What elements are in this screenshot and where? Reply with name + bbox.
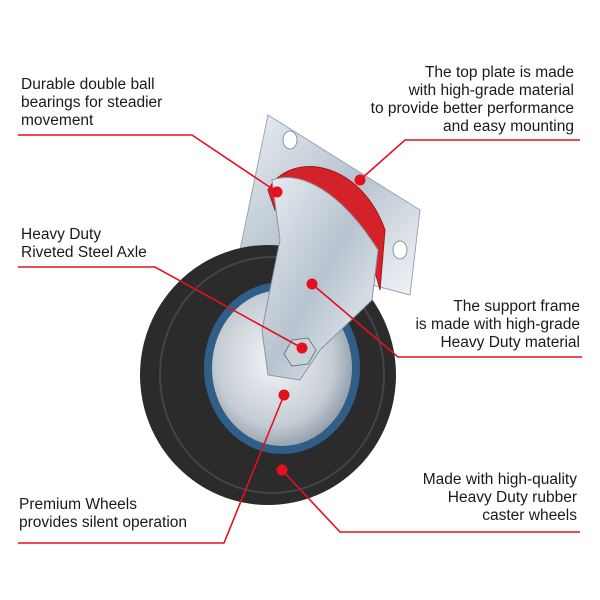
premium-wheel-marker-dot bbox=[278, 389, 290, 401]
callout-bearings: Durable double ball bearings for steadie… bbox=[21, 76, 162, 130]
callout-rubber-wheels: Made with high-quality Heavy Duty rubber… bbox=[423, 471, 577, 525]
callout-lines bbox=[18, 134, 582, 544]
bearings-marker-dot bbox=[271, 186, 283, 198]
callout-top-plate: The top plate is made with high-grade ma… bbox=[371, 64, 574, 136]
callout-line: Riveted Steel Axle bbox=[21, 244, 147, 261]
callout-line: with high-grade material bbox=[408, 82, 574, 99]
callout-line: bearings for steadier bbox=[21, 94, 163, 111]
callout-line: movement bbox=[21, 112, 94, 129]
callout-premium-wheels: Premium Wheels provides silent operation bbox=[19, 496, 187, 532]
frame-marker-dot bbox=[306, 278, 318, 290]
callout-line: to provide better performance bbox=[370, 100, 574, 117]
callout-line: and easy mounting bbox=[443, 118, 574, 135]
callout-line: caster wheels bbox=[482, 507, 577, 524]
callout-line: Heavy Duty bbox=[21, 226, 102, 243]
callout-line: provides silent operation bbox=[19, 514, 188, 531]
callout-line: The support frame bbox=[453, 298, 580, 315]
callout-line: Durable double ball bbox=[21, 76, 155, 93]
support-frame bbox=[261, 177, 379, 381]
callout-line: The top plate is made bbox=[424, 64, 574, 81]
callout-line: Heavy Duty material bbox=[440, 334, 580, 351]
rubber-wheel-marker-dot bbox=[276, 464, 288, 476]
callout-line: Heavy Duty rubber bbox=[447, 489, 577, 506]
callout-line: Made with high-quality bbox=[422, 471, 577, 488]
axle-marker-dot bbox=[296, 342, 308, 354]
callout-line: Premium Wheels bbox=[19, 496, 137, 513]
callout-line: is made with high-grade bbox=[415, 316, 580, 333]
callout-axle: Heavy Duty Riveted Steel Axle bbox=[21, 226, 147, 262]
top-plate-marker-dot bbox=[354, 174, 366, 186]
callout-support-frame: The support frame is made with high-grad… bbox=[415, 298, 580, 352]
